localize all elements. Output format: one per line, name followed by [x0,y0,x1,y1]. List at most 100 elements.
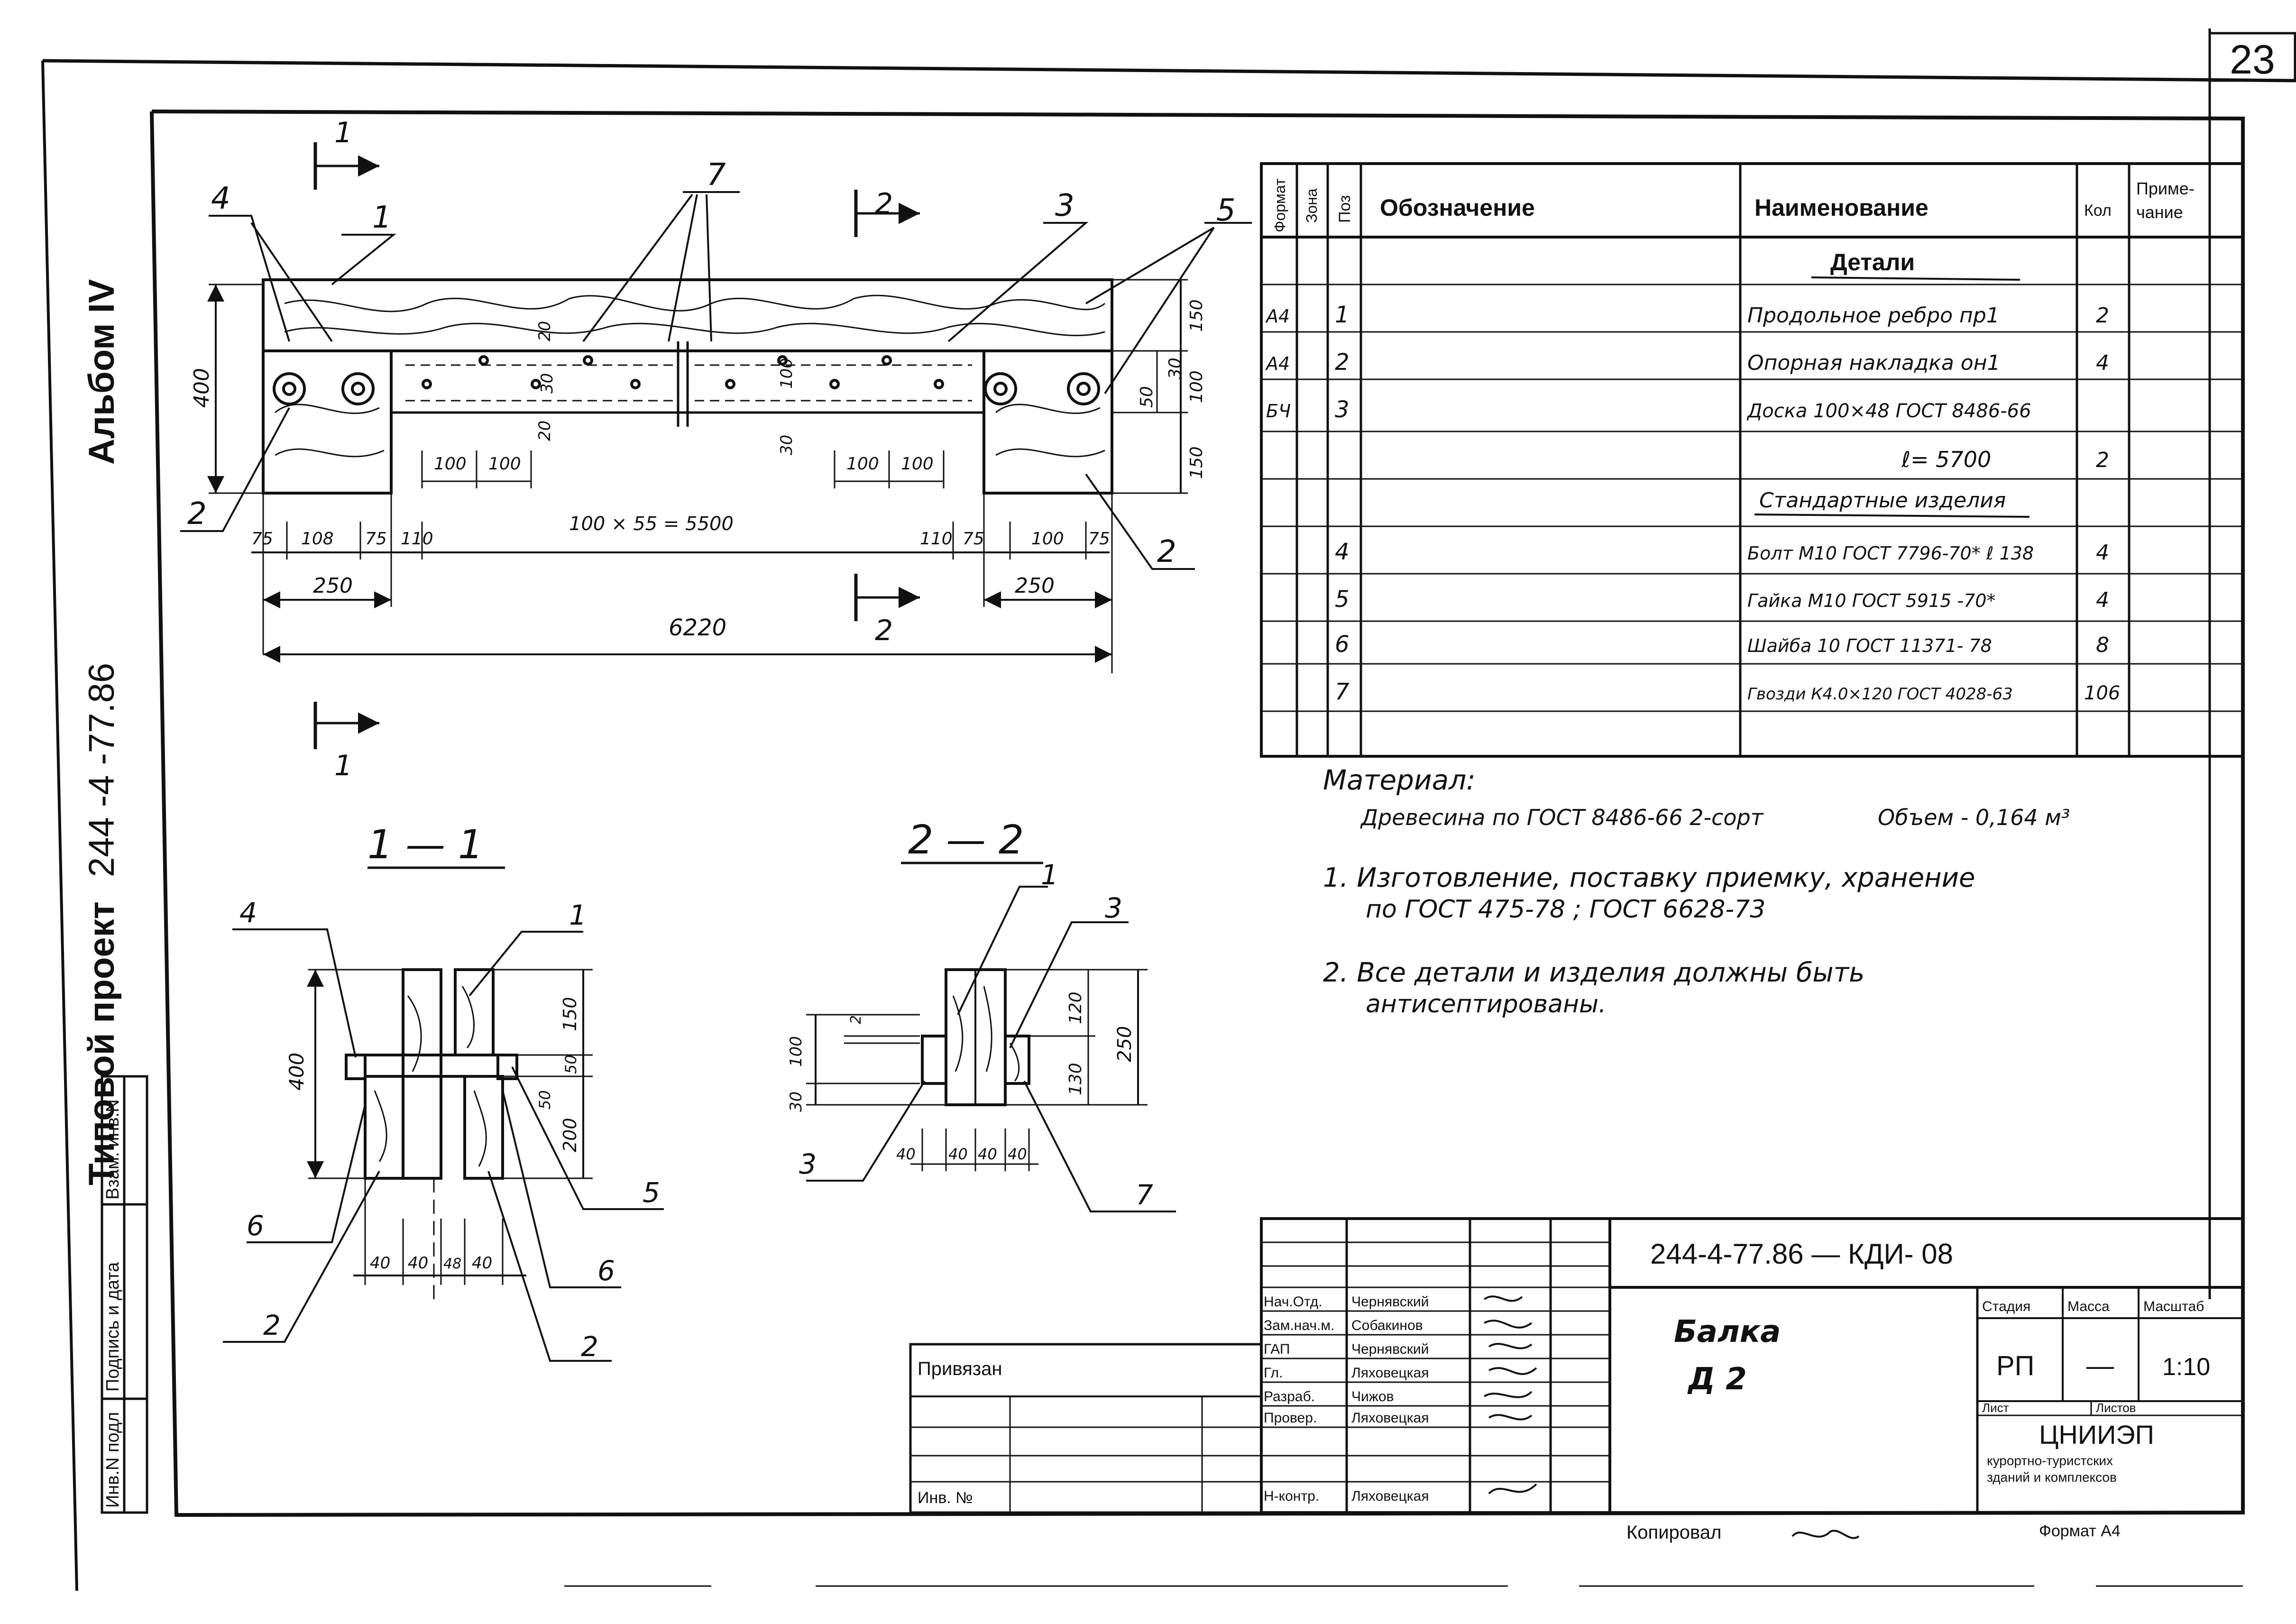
row8-pos: 7 [1335,679,1350,705]
dim-inner-20b: 20 [535,421,554,441]
s11-dim-150: 150 [560,997,580,1031]
row1-format: А4 [1265,306,1290,327]
callout-3: 3 [1055,188,1075,223]
row1-name: Продольное ребро пр1 [1747,303,2000,328]
dim-mid-spacing: 100 × 55 = 5500 [569,513,734,535]
spec-table-text: Формат Зона Поз Обозначение Наименование… [1265,178,2195,705]
dim-right-150-bottom: 150 [1187,446,1206,479]
row5-pos: 4 [1335,539,1350,565]
dim-height-400: 400 [190,368,214,408]
note1-line2: по ГОСТ 475-78 ; ГОСТ 6628-73 [1366,895,1765,924]
person-2: Собакинов [1351,1318,1423,1333]
person-5: Чижов [1351,1389,1394,1404]
dim-left-75a: 75 [251,529,273,549]
dim-right-100: 100 [1031,529,1064,549]
row2-qty: 4 [2096,351,2109,375]
dim-inner-30a: 30 [538,373,557,394]
s22-callout-1: 1 [1041,859,1058,891]
row6-qty: 4 [2096,588,2109,612]
stamp-inv-label: Инв.N подл [103,1412,123,1508]
header-zone: Зона [1303,188,1320,223]
s22-callout-7: 7 [1136,1179,1153,1211]
section-mark-1-bottom: 1 [334,749,352,782]
dim-right-100: 100 [1187,370,1206,403]
dim-right-150-top: 150 [1187,299,1206,332]
project-code: 244 -4 -77.86 [82,663,122,877]
section-2-2-labels: 2 — 2 1 3 3 7 2 100 30 120 130 250 40 40… [787,817,1153,1211]
callout-2-right: 2 [1157,534,1176,569]
dim-right-50: 50 [1137,386,1157,408]
notes: Материал: Древесина по ГОСТ 8486-66 2-со… [1323,764,2070,1018]
person-7: Ляховецкая [1351,1488,1429,1504]
s11-callout-4: 4 [239,897,257,929]
right-support-block [983,349,1113,495]
row8-qty: 106 [2084,682,2120,704]
format-label: Формат А4 [2039,1522,2121,1540]
stage-value: РП [1996,1350,2034,1381]
title-block-text: 244-4-77.86 — КДИ- 08 Балка Д 2 Стадия М… [918,1238,2210,1543]
s22-callout-3-top: 3 [1105,892,1122,924]
sheets-label: Листов [2096,1401,2136,1415]
section-mark-2-top: 2 [875,187,893,220]
role-6: Провер. [1264,1410,1317,1426]
header-format: Формат [1271,178,1288,232]
spec-table [1260,162,2244,758]
outer-frame [41,28,2296,1591]
drawing-name-line1: Балка [1674,1314,1781,1349]
role-3: ГАП [1264,1341,1290,1357]
dim-spacing-100b: 100 [488,454,521,474]
s22-dim-250: 250 [1114,1026,1136,1062]
s22-dim-130: 130 [1066,1063,1085,1095]
privyazan-label: Привязан [918,1358,1002,1379]
s11-dim-48: 48 [443,1256,461,1272]
album-label: Альбом IV [82,279,122,465]
s22-dim-2: 2 [848,1015,864,1024]
role-4: Гл. [1264,1365,1283,1381]
row1-qty: 2 [2096,303,2109,328]
dim-left-total: 250 [313,574,353,598]
s11-callout-5: 5 [643,1176,660,1209]
scale-value: 1:10 [2162,1353,2210,1381]
s11-callout-6-right: 6 [597,1255,615,1287]
role-7: Н-контр. [1264,1488,1319,1504]
dim-left-75b: 75 [365,529,387,549]
s11-dim-40b: 40 [408,1254,428,1273]
header-qty: Кол [2084,202,2112,220]
dim-right-75a: 75 [963,529,984,549]
note2-line1: 2. Все детали и изделия должны быть [1323,957,1864,988]
s11-dim-50a: 50 [562,1055,580,1074]
header-designation: Обозначение [1380,194,1535,221]
org-line2: курортно-туристских [1987,1453,2113,1468]
doc-code: 244-4-77.86 — КДИ- 08 [1650,1238,1953,1270]
mass-value: — [2086,1350,2114,1381]
mass-header: Масса [2067,1299,2110,1314]
s22-dim-40c: 40 [978,1145,997,1163]
dim-spacing-100c: 100 [846,454,879,474]
dim-inner-20a: 20 [535,321,554,341]
callout-5: 5 [1216,193,1236,228]
page-number-box: 23 [2208,32,2296,83]
stamp-signature-label: Подпись и дата [103,1262,123,1392]
dim-spacing-100d: 100 [901,454,934,474]
s11-dim-400: 400 [285,1053,308,1091]
dim-spacing-100a: 100 [434,454,467,474]
s11-dim-50b: 50 [536,1090,554,1110]
s22-callout-3-bottom: 3 [799,1148,817,1180]
person-4: Ляховецкая [1351,1365,1429,1381]
dim-left-110: 110 [401,529,433,549]
row7-qty: 8 [2096,633,2109,657]
callout-2-left: 2 [187,496,207,532]
s22-dim-120: 120 [1066,991,1085,1024]
note1-line1: 1. Изготовление, поставку приемку, хране… [1323,862,1975,893]
org-name: ЦНИИЭП [2039,1420,2154,1450]
title-block [564,1217,2244,1587]
dim-left-108: 108 [301,529,334,549]
row4-length: ℓ= 5700 [1901,447,1991,472]
page-number: 23 [2230,37,2275,83]
scale-header: Масштаб [2143,1299,2204,1314]
section-2-2-title: 2 — 2 [908,817,1024,863]
s22-dim-40d: 40 [1008,1145,1027,1163]
row3-name: Доска 100×48 ГОСТ 8486-66 [1746,400,2031,422]
material-title: Материал: [1323,764,1476,796]
